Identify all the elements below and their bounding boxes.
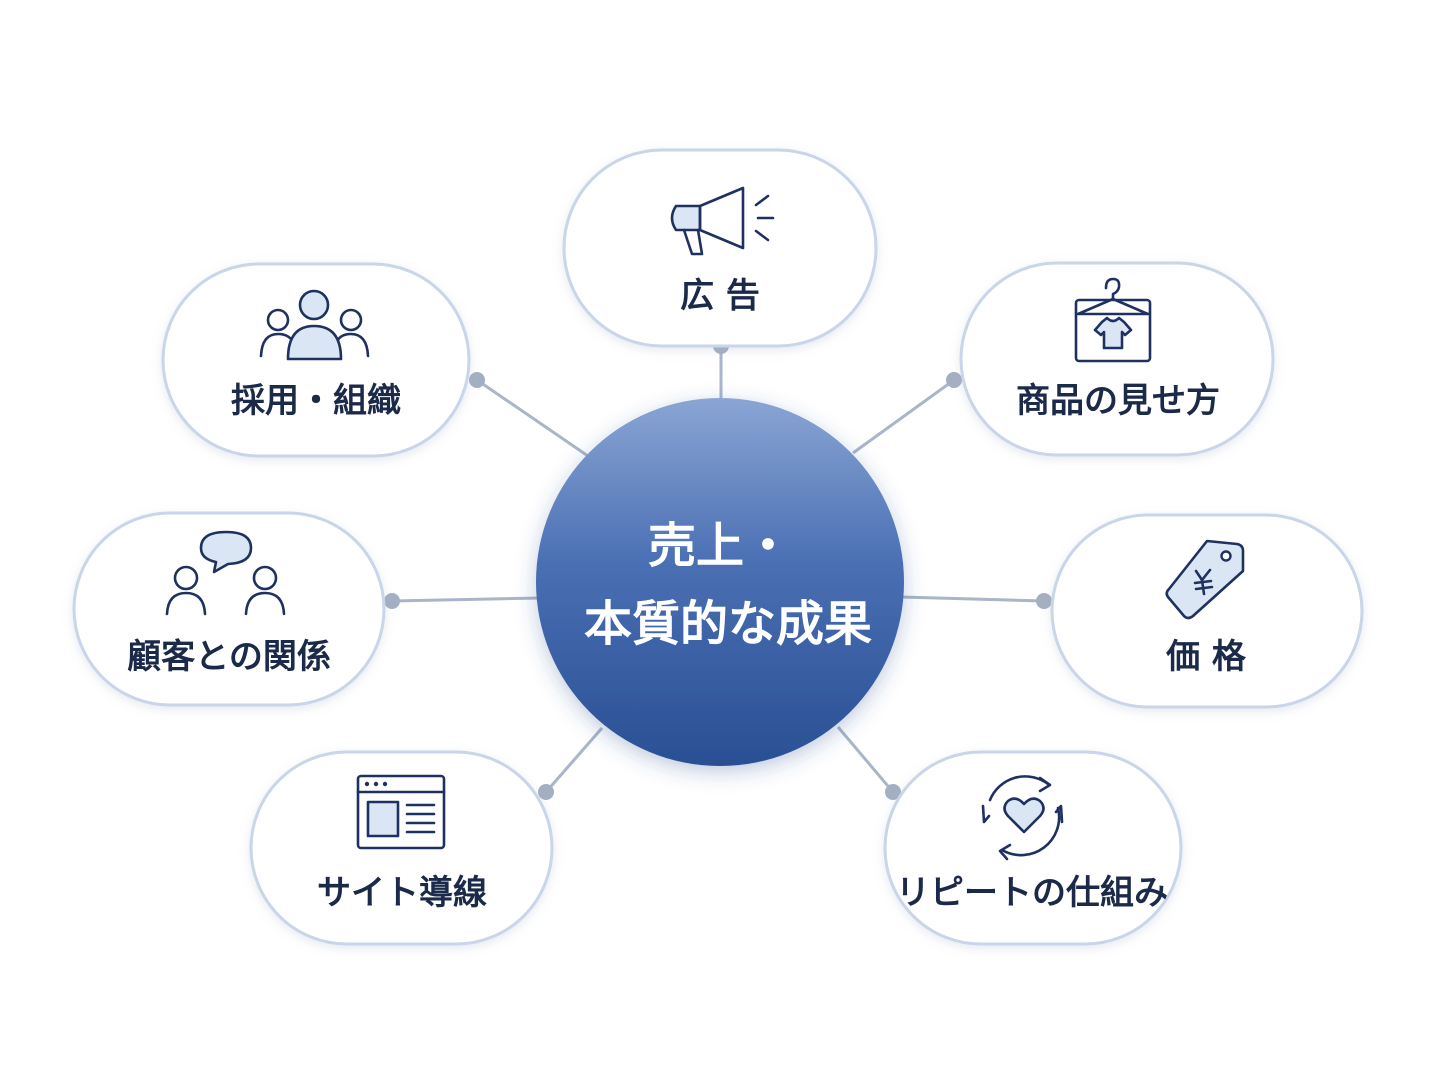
- connector-dot-price: [1036, 593, 1052, 609]
- connector-dot-recruit: [469, 372, 485, 388]
- connector-dot-customer: [384, 593, 400, 609]
- speech-people-icon: [165, 530, 286, 616]
- node-site: サイト導線: [249, 750, 554, 946]
- shirt-hanger-icon: [1074, 277, 1152, 363]
- yen-tag-icon: [1165, 539, 1245, 620]
- connector-customer: [391, 596, 541, 603]
- connector-price: [900, 595, 1045, 603]
- megaphone-icon: [670, 186, 775, 256]
- connector-product: [852, 378, 955, 455]
- node-recruit-label: 採用・組織: [231, 381, 401, 421]
- center-label-line2: 本質的な成果: [584, 596, 872, 652]
- center-label-line1: 売上・: [648, 518, 792, 574]
- node-recruit: 採用・組織: [161, 262, 471, 458]
- browser-window-icon: [356, 774, 446, 850]
- heart-cycle-icon: [981, 775, 1064, 861]
- node-product-pill: [959, 261, 1275, 457]
- center-hub: 売上・ 本質的な成果: [536, 398, 904, 766]
- connector-dot-product: [946, 372, 962, 388]
- node-repeat-pill: [883, 750, 1183, 946]
- connector-site: [544, 727, 604, 793]
- people-group-icon: [259, 289, 370, 361]
- connector-recruit: [476, 378, 589, 458]
- connector-repeat: [836, 726, 895, 793]
- node-ad-label: 広 告: [680, 276, 760, 316]
- node-customer: 顧客との関係: [72, 511, 386, 707]
- node-repeat-label: リピートの仕組み: [896, 873, 1168, 913]
- node-ad: 広 告: [562, 148, 878, 348]
- node-site-label: サイト導線: [317, 873, 487, 913]
- center-circle: [536, 398, 904, 766]
- connector-dot-repeat: [885, 784, 901, 800]
- node-customer-pill: [72, 511, 386, 707]
- connector-dot-site: [538, 784, 554, 800]
- node-ad-pill: [562, 148, 878, 348]
- node-price-label: 価 格: [1165, 637, 1247, 677]
- node-repeat: リピートの仕組み: [883, 750, 1183, 946]
- node-price: 価 格: [1050, 513, 1364, 709]
- connectors: [384, 338, 1052, 800]
- node-product-label: 商品の見せ方: [1016, 381, 1220, 421]
- node-product: 商品の見せ方: [959, 261, 1275, 457]
- node-price-pill: [1050, 513, 1364, 709]
- node-customer-label: 顧客との関係: [127, 637, 331, 677]
